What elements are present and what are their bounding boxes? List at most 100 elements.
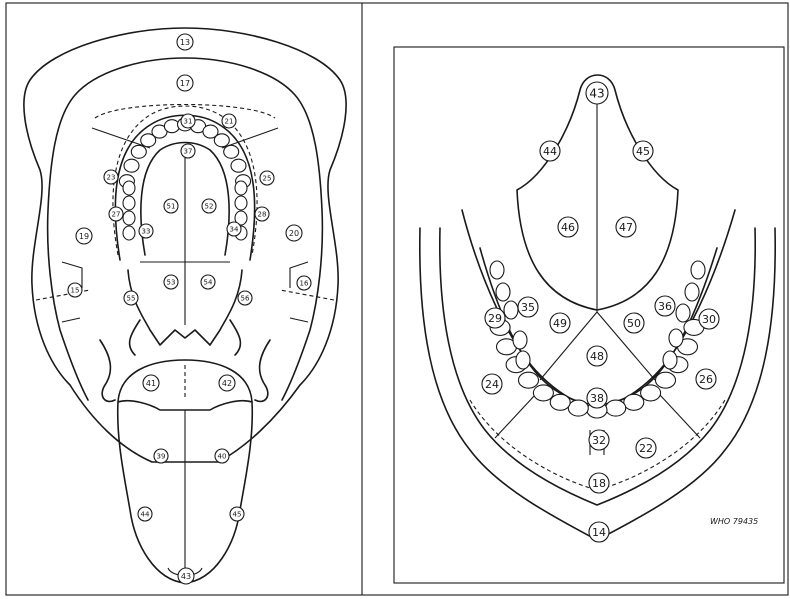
lower-tooth — [516, 351, 530, 369]
svg-text:25: 25 — [263, 175, 272, 183]
lower-tooth — [513, 331, 527, 349]
lower-tooth — [533, 385, 553, 401]
svg-text:50: 50 — [627, 317, 641, 330]
upper-tooth — [235, 181, 247, 195]
svg-text:29: 29 — [488, 312, 502, 325]
svg-text:32: 32 — [592, 434, 606, 447]
svg-text:31: 31 — [184, 118, 193, 126]
upper-region-label: 52 — [202, 199, 216, 213]
svg-text:42: 42 — [222, 379, 232, 388]
upper-region-label: 44 — [138, 507, 152, 521]
svg-text:13: 13 — [180, 38, 190, 47]
lower-region-label: 29 — [485, 308, 505, 328]
upper-region-label: 33 — [139, 224, 153, 238]
lower-region-label: 24 — [482, 374, 502, 394]
upper-region-label: 17 — [177, 75, 193, 91]
lower-tooth — [663, 351, 677, 369]
upper-region-label: 21 — [222, 114, 236, 128]
lower-region-label: 44 — [540, 141, 560, 161]
upper-tooth — [164, 120, 179, 133]
svg-text:39: 39 — [157, 453, 166, 461]
lower-region-label: 26 — [696, 369, 716, 389]
svg-text:37: 37 — [184, 148, 193, 156]
upper-region-label: 43 — [178, 568, 194, 584]
svg-text:53: 53 — [167, 279, 176, 287]
lower-region-label: 18 — [589, 473, 609, 493]
svg-text:43: 43 — [181, 572, 191, 581]
svg-text:23: 23 — [107, 174, 116, 182]
upper-tooth — [123, 181, 135, 195]
lower-tooth — [691, 261, 705, 279]
lower-tooth — [504, 301, 518, 319]
upper-region-label: 56 — [238, 291, 252, 305]
lower-tooth — [490, 261, 504, 279]
svg-text:47: 47 — [619, 221, 633, 234]
upper-region-label: 27 — [109, 207, 123, 221]
upper-region-label: 42 — [219, 375, 235, 391]
upper-region-label: 15 — [68, 283, 82, 297]
lower-tooth — [669, 329, 683, 347]
upper-region-label: 54 — [201, 275, 215, 289]
upper-region-label: 20 — [286, 225, 302, 241]
lower-region-label: 38 — [587, 388, 607, 408]
svg-text:20: 20 — [289, 229, 299, 238]
lower-region-label: 30 — [699, 309, 719, 329]
upper-region-label: 51 — [164, 199, 178, 213]
upper-region-label: 55 — [124, 291, 138, 305]
svg-text:35: 35 — [521, 301, 535, 314]
svg-text:16: 16 — [300, 280, 309, 288]
svg-text:26: 26 — [699, 373, 713, 386]
lower-tooth — [519, 372, 539, 388]
upper-tooth — [131, 145, 146, 158]
upper-tooth — [214, 134, 229, 147]
upper-tooth — [123, 196, 135, 210]
lower-region-label: 47 — [616, 217, 636, 237]
upper-tooth — [123, 226, 135, 240]
upper-region-label: 45 — [230, 507, 244, 521]
lower-region-label: 45 — [633, 141, 653, 161]
lower-tooth — [496, 283, 510, 301]
svg-text:38: 38 — [590, 392, 604, 405]
lower-region-label: 50 — [624, 313, 644, 333]
lower-region-label: 35 — [518, 297, 538, 317]
lower-tooth — [550, 394, 570, 410]
svg-text:52: 52 — [205, 203, 214, 211]
lower-region-label: 36 — [655, 296, 675, 316]
lower-tooth — [568, 400, 588, 416]
svg-text:14: 14 — [592, 526, 606, 539]
upper-region-label: 31 — [181, 114, 195, 128]
upper-region-label: 13 — [177, 34, 193, 50]
lower-tooth — [685, 283, 699, 301]
svg-text:48: 48 — [590, 350, 604, 363]
lower-region-label: 46 — [558, 217, 578, 237]
upper-region-label: 40 — [215, 449, 229, 463]
upper-mouth-tongue-drawing — [24, 28, 346, 583]
svg-text:17: 17 — [180, 79, 190, 88]
svg-text:51: 51 — [167, 203, 176, 211]
upper-region-label: 34 — [227, 222, 241, 236]
lower-tooth — [676, 304, 690, 322]
lower-region-label: 43 — [586, 82, 608, 104]
upper-tooth — [235, 196, 247, 210]
svg-text:30: 30 — [702, 313, 716, 326]
lower-mouth-drawing — [420, 75, 775, 540]
svg-text:49: 49 — [553, 317, 567, 330]
upper-tooth — [231, 159, 246, 172]
svg-text:41: 41 — [146, 379, 156, 388]
svg-text:44: 44 — [543, 145, 557, 158]
svg-text:22: 22 — [639, 442, 653, 455]
lower-region-label: 32 — [589, 430, 609, 450]
figure-caption: WHO 79435 — [710, 517, 758, 526]
svg-text:15: 15 — [71, 287, 80, 295]
svg-text:54: 54 — [204, 279, 213, 287]
svg-text:56: 56 — [241, 295, 250, 303]
svg-text:40: 40 — [218, 453, 227, 461]
upper-region-label: 19 — [76, 228, 92, 244]
lower-region-label: 49 — [550, 313, 570, 333]
svg-text:21: 21 — [225, 118, 234, 126]
upper-region-label: 16 — [297, 276, 311, 290]
svg-text:55: 55 — [127, 295, 136, 303]
svg-text:44: 44 — [141, 511, 150, 519]
